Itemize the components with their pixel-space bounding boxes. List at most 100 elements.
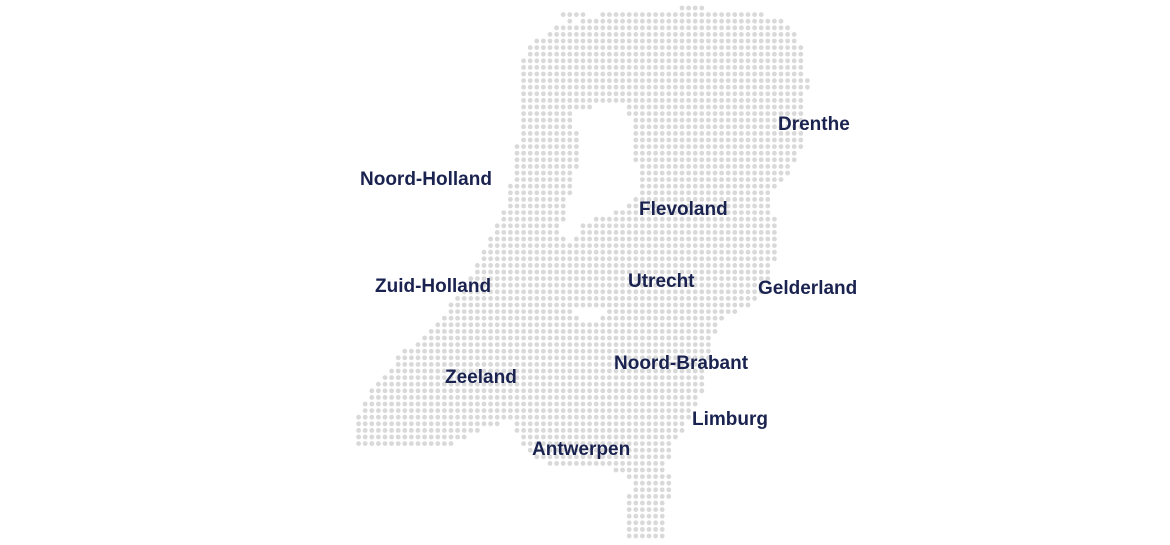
map-dot — [666, 249, 672, 255]
map-dot — [607, 45, 612, 50]
map-dot — [659, 144, 665, 150]
map-dot — [521, 183, 526, 189]
map-dot — [765, 78, 771, 83]
region-label-antwerpen[interactable]: Antwerpen — [532, 439, 631, 460]
map-dot — [567, 454, 573, 460]
map-dot — [534, 289, 540, 295]
map-dot — [620, 375, 625, 380]
map-dot — [455, 302, 460, 308]
map-dot — [646, 164, 652, 169]
map-dot — [679, 210, 685, 216]
map-dot — [560, 289, 566, 295]
map-dot — [732, 216, 738, 222]
map-dot — [620, 322, 625, 328]
map-dot — [719, 236, 724, 242]
map-dot — [699, 263, 705, 268]
map-dot — [468, 401, 474, 407]
region-label-zuid-holland[interactable]: Zuid-Holland — [375, 276, 492, 297]
map-dot — [758, 117, 764, 123]
map-dot — [666, 296, 672, 301]
map-dot — [646, 243, 652, 249]
region-label-flevoland[interactable]: Flevoland — [639, 199, 728, 220]
map-dot — [481, 289, 487, 295]
map-dot — [560, 104, 566, 110]
region-label-noord-brabant[interactable]: Noord-Brabant — [614, 353, 749, 374]
region-label-noord-holland[interactable]: Noord-Holland — [360, 169, 492, 190]
map-dot — [593, 65, 599, 70]
map-dot — [534, 454, 540, 460]
map-dot — [719, 32, 724, 37]
map-dot — [600, 428, 606, 433]
map-dot — [521, 58, 526, 64]
map-dot — [765, 190, 771, 196]
map-dot — [706, 18, 711, 24]
map-dot — [501, 362, 507, 367]
map-dot — [547, 329, 553, 334]
map-dot — [527, 65, 533, 70]
map-dot — [613, 414, 619, 420]
map-dot — [659, 190, 665, 196]
map-dot — [640, 302, 645, 308]
map-dot — [521, 335, 526, 341]
map-dot — [626, 296, 632, 301]
map-dot — [626, 315, 632, 321]
map-dot — [679, 243, 685, 249]
map-dot — [653, 302, 658, 308]
map-dot — [534, 124, 540, 130]
map-dot — [699, 381, 705, 387]
map-dot — [646, 84, 652, 90]
map-dot — [409, 421, 414, 427]
map-dot — [607, 434, 612, 440]
map-dot — [659, 348, 665, 354]
map-dot — [494, 342, 500, 347]
map-dot — [554, 282, 559, 288]
map-dot — [752, 210, 757, 216]
map-dot — [673, 355, 678, 361]
map-dot — [725, 249, 731, 255]
region-label-utrecht[interactable]: Utrecht — [628, 271, 695, 292]
map-dot — [659, 243, 665, 249]
map-dot — [706, 91, 711, 97]
map-dot — [633, 243, 639, 249]
map-dot — [679, 223, 685, 229]
map-dot — [719, 302, 724, 308]
map-dot — [732, 111, 738, 116]
map-dot — [791, 131, 797, 136]
map-dot — [600, 395, 606, 400]
map-dot — [791, 78, 797, 83]
map-dot — [527, 375, 533, 380]
map-dot — [686, 322, 691, 328]
map-dot — [468, 329, 474, 334]
map-dot — [574, 296, 579, 301]
region-label-gelderland[interactable]: Gelderland — [758, 278, 858, 299]
map-dot — [580, 45, 586, 50]
map-dot — [442, 315, 447, 321]
map-dot — [554, 461, 559, 466]
region-label-drenthe[interactable]: Drenthe — [778, 114, 850, 135]
map-dot — [706, 25, 711, 31]
map-dot — [699, 249, 705, 255]
map-dot — [567, 296, 573, 301]
map-dot — [679, 183, 685, 189]
map-dot — [640, 263, 645, 268]
map-dot — [574, 84, 579, 90]
region-label-limburg[interactable]: Limburg — [692, 409, 768, 430]
map-dot — [501, 269, 507, 275]
map-dot — [508, 408, 513, 413]
map-dot — [758, 282, 764, 288]
map-dot — [501, 329, 507, 334]
map-dot — [745, 216, 751, 222]
map-dot — [613, 388, 619, 394]
map-dot — [547, 355, 553, 361]
map-dot — [752, 144, 757, 150]
map-dot — [692, 203, 698, 209]
map-dot — [560, 249, 566, 255]
map-dot — [646, 78, 652, 83]
map-dot — [620, 243, 625, 249]
map-dot — [706, 124, 711, 130]
map-dot — [547, 98, 553, 103]
map-dot — [607, 421, 612, 427]
map-dot — [442, 375, 447, 380]
region-label-zeeland[interactable]: Zeeland — [445, 367, 517, 388]
map-dot — [686, 315, 691, 321]
